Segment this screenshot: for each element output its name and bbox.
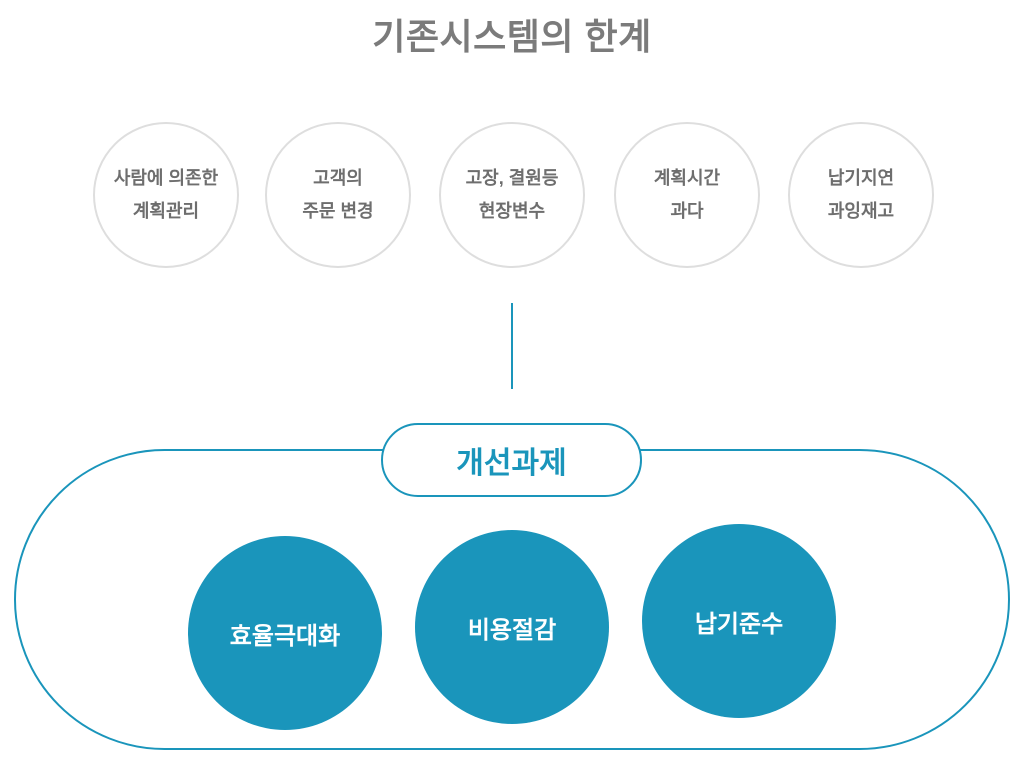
limitation-circle-5: 납기지연 과잉재고 xyxy=(788,122,934,268)
improvement-label-text: 개선과제 xyxy=(456,447,567,480)
goal-2-label: 비용절감 xyxy=(467,616,557,644)
limitation-2-line2: 주문 변경 xyxy=(302,201,374,221)
connector-line xyxy=(511,303,513,389)
goal-circle-2: 비용절감 xyxy=(415,530,609,724)
goal-1-label: 효율극대화 xyxy=(229,622,341,650)
limitation-5-line2: 과잉재고 xyxy=(827,201,895,221)
limitation-circle-3: 고장, 결원등 현장변수 xyxy=(439,122,585,268)
limitation-3-line1: 고장, 결원등 xyxy=(465,168,559,188)
limitation-4-line2: 과다 xyxy=(670,201,704,221)
limitation-3-line2: 현장변수 xyxy=(478,201,546,221)
limitation-1-line1: 사람에 의존한 xyxy=(113,168,219,188)
diagram-title: 기존시스템의 한계 xyxy=(372,16,652,57)
limitation-5-line1: 납기지연 xyxy=(827,168,895,188)
limitation-1-line2: 계획관리 xyxy=(132,201,200,221)
goal-circle-1: 효율극대화 xyxy=(188,536,382,730)
limitation-circle-4: 계획시간 과다 xyxy=(614,122,760,268)
goal-3-label: 납기준수 xyxy=(694,610,784,638)
improvement-label: 개선과제 xyxy=(381,423,642,497)
goal-circle-3: 납기준수 xyxy=(642,524,836,718)
limitation-circle-2: 고객의 주문 변경 xyxy=(265,122,411,268)
limitation-circle-1: 사람에 의존한 계획관리 xyxy=(93,122,239,268)
limitation-2-line1: 고객의 xyxy=(313,168,363,188)
limitation-4-line1: 계획시간 xyxy=(653,168,721,188)
